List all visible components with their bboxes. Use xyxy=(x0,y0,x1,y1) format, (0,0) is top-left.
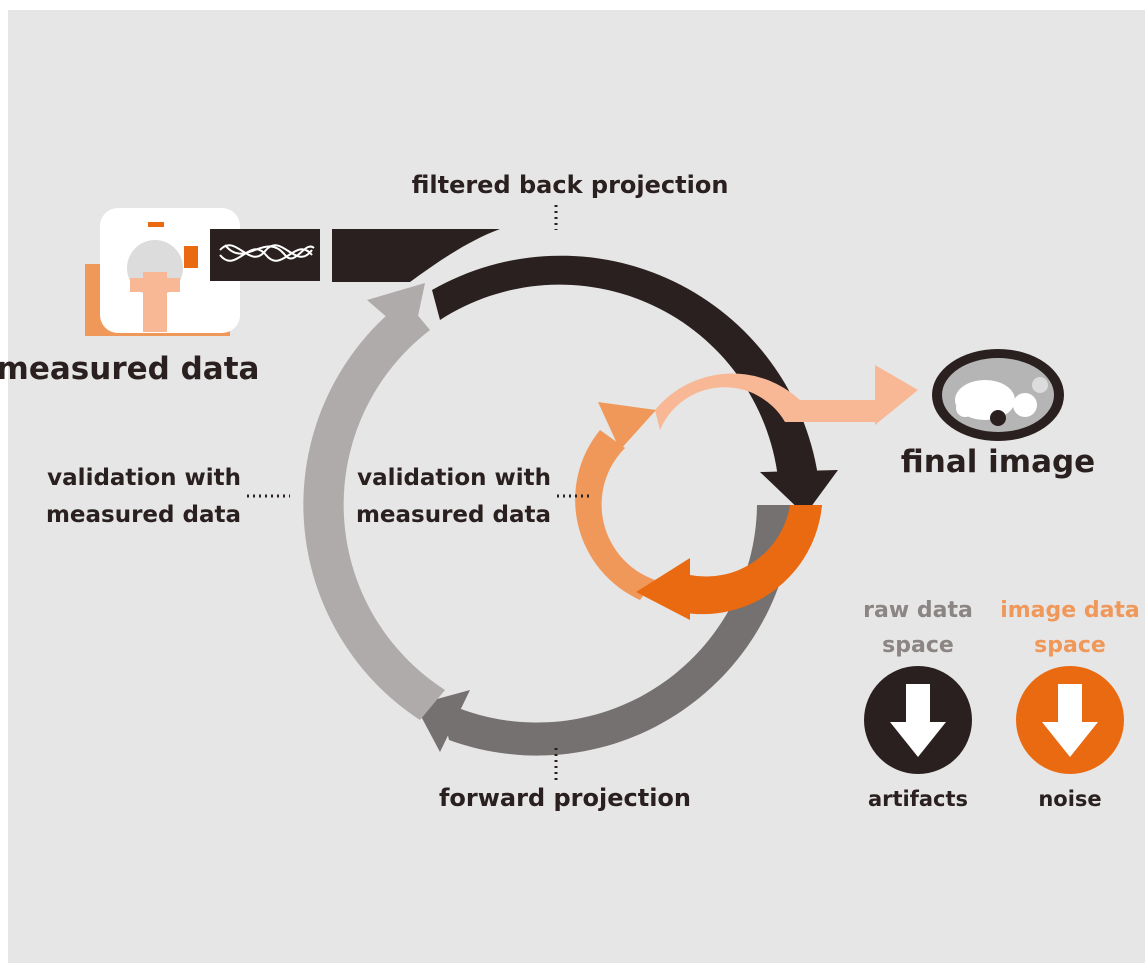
outer-cycle xyxy=(303,255,838,756)
noise-down-arrow-icon xyxy=(1016,666,1124,774)
filtered-back-projection-label: filtered back projection xyxy=(412,171,729,199)
inner-cycle xyxy=(575,365,918,620)
outer-validation-line2: measured data xyxy=(46,502,241,528)
inner-correction-arrowhead xyxy=(636,558,690,620)
legend-raw-line2: space xyxy=(882,633,954,658)
final-image-label: final image xyxy=(901,444,1095,480)
inner-validation-line1: validation with xyxy=(357,465,551,491)
inner-correction-arc xyxy=(680,505,822,615)
forward-projection-arc xyxy=(440,505,794,756)
legend-noise-caption: noise xyxy=(1038,787,1101,811)
measured-data-label: measured data xyxy=(0,351,259,387)
legend-raw-line1: raw data xyxy=(863,598,973,623)
artifacts-down-arrow-icon xyxy=(864,666,972,774)
back-projection-arc xyxy=(432,255,818,478)
legend-artifacts-caption: artifacts xyxy=(868,787,968,811)
inner-validation-arrowhead xyxy=(598,402,656,450)
validation-arrowhead xyxy=(367,283,425,340)
inner-validation-line2: measured data xyxy=(356,502,551,528)
validation-arc xyxy=(303,300,445,720)
legend: raw data space image data space artifact… xyxy=(863,598,1140,811)
legend-image-line2: space xyxy=(1034,633,1106,658)
final-image-arrow-body xyxy=(655,365,918,430)
back-projection-input-band xyxy=(332,229,500,282)
outer-validation-line1: validation with xyxy=(47,465,241,491)
back-projection-arrowhead xyxy=(760,470,838,515)
legend-image-line1: image data xyxy=(1000,598,1140,623)
forward-projection-label: forward projection xyxy=(439,784,691,812)
ct-scanner-icon xyxy=(85,208,240,336)
ct-slice-icon xyxy=(932,349,1064,441)
sine-wave-icon xyxy=(210,229,320,281)
inner-validation-arc xyxy=(575,430,655,600)
